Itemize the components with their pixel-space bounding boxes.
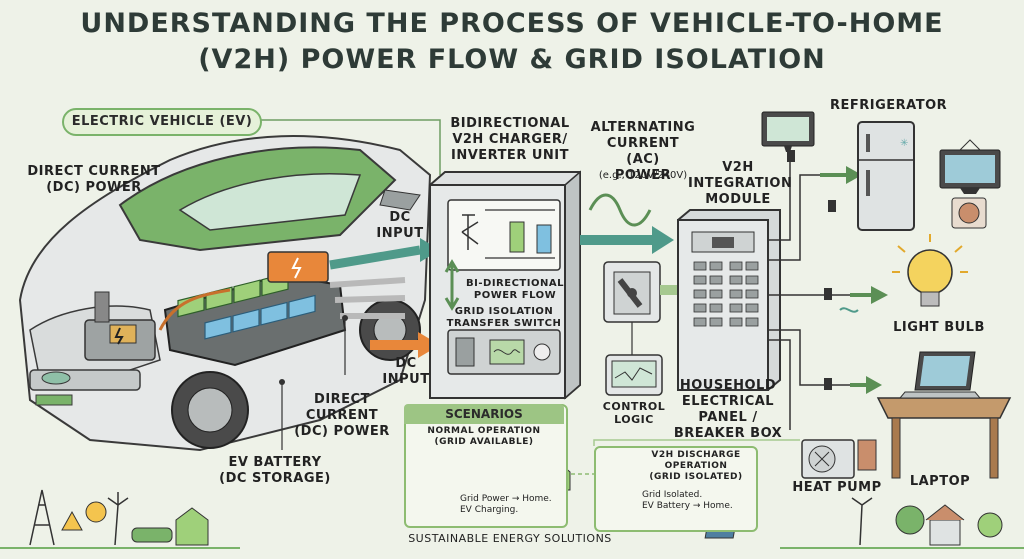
laptop-icon (876, 351, 1012, 479)
bidir-flow-label: BI-DIRECTIONAL POWER FLOW (466, 278, 564, 301)
scenario-v2h-title: V2H DISCHARGE OPERATION (GRID ISOLATED) (649, 450, 743, 482)
refrigerator-label: REFRIGERATOR (830, 98, 948, 113)
dc-power-top-label: DIRECT CURRENT (DC) POWER (27, 164, 161, 195)
dc-input-2-label: DC INPUT (382, 356, 430, 387)
scenario-v2h-desc: Grid Isolated. EV Battery → Home. (642, 490, 733, 511)
charger-label: BIDIRECTIONAL V2H CHARGER/ INVERTER UNIT (450, 116, 570, 163)
dc-power-bottom-label: DIRECT CURRENT (DC) POWER (294, 392, 390, 439)
scenario-normal-title: NORMAL OPERATION (GRID AVAILABLE) (427, 426, 541, 447)
scenario-v2h-box (594, 446, 758, 532)
footer-label: SUSTAINABLE ENERGY SOLUTIONS (408, 532, 612, 545)
ev-battery-label: EV BATTERY (DC STORAGE) (219, 455, 331, 486)
ac-voltage-label: (e.g., 120V/240V) (598, 170, 688, 181)
heat-pump-icon (801, 439, 877, 479)
ac-power-label: ALTERNATING CURRENT (AC) POWER (590, 120, 696, 183)
refrigerator-icon: ✳ (857, 121, 915, 231)
control-logic-device (605, 354, 663, 396)
panel-label: HOUSEHOLD ELECTRICAL PANEL / BREAKER BOX (673, 378, 783, 441)
scenario-normal-desc: Grid Power → Home. EV Charging. (460, 494, 552, 515)
ac-arrow (580, 226, 674, 254)
control-logic-label: CONTROL LOGIC (602, 400, 666, 426)
fan-heater-icon (951, 197, 987, 229)
transfer-switch-label: GRID ISOLATION TRANSFER SWITCH (446, 306, 562, 329)
charger-unit (429, 170, 581, 400)
heat-pump-label: HEAT PUMP (792, 480, 882, 495)
svg-text:✳: ✳ (900, 138, 908, 149)
scenarios-box (404, 404, 568, 528)
car-illustration (18, 135, 432, 452)
small-tv-icon (939, 139, 1001, 194)
scenarios-title: SCENARIOS (404, 404, 564, 424)
module-label: V2H INTEGRATION MODULE (688, 160, 793, 207)
laptop-label: LAPTOP (909, 474, 971, 489)
plug-icons (787, 150, 836, 390)
title-line-2: (V2H) POWER FLOW & GRID ISOLATION (198, 44, 826, 75)
light-bulb-icon (892, 234, 968, 307)
tv-icon (761, 111, 815, 152)
light-bulb-label: LIGHT BULB (893, 320, 985, 335)
breaker-panel (677, 209, 781, 391)
dc-input-1-label: DC INPUT (376, 210, 424, 241)
ev-label: ELECTRIC VEHICLE (EV) (62, 108, 262, 136)
ac-wave-icon (588, 193, 652, 227)
title-line-1: UNDERSTANDING THE PROCESS OF VEHICLE-TO-… (80, 8, 944, 39)
ev-connector-line (258, 119, 441, 175)
